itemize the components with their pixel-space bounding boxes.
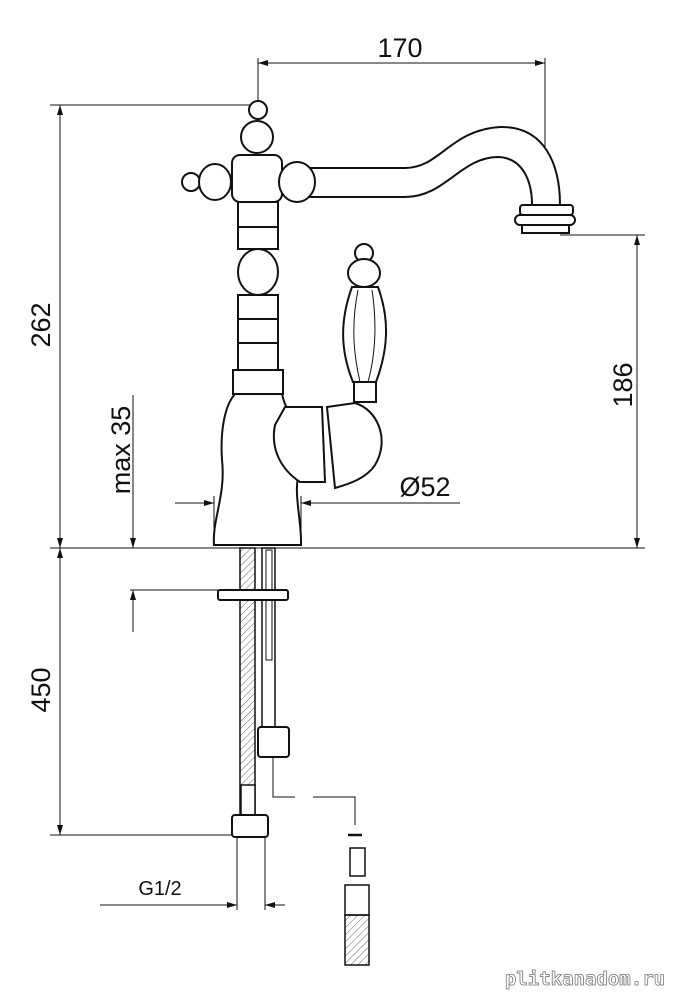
dimension-262: 262 bbox=[26, 104, 250, 548]
dimension-g12: G1/2 bbox=[100, 835, 285, 910]
dim-262-label: 262 bbox=[26, 302, 56, 347]
dimension-170: 170 bbox=[257, 33, 546, 190]
dimension-186: 186 bbox=[560, 234, 645, 548]
faucet bbox=[181, 100, 576, 546]
dim-52-label: Ø52 bbox=[399, 472, 450, 502]
dimension-450: 450 bbox=[26, 548, 235, 836]
dim-450-label: 450 bbox=[26, 667, 56, 712]
watermark: plitkanadom.ru bbox=[505, 968, 665, 990]
dim-186-label: 186 bbox=[608, 362, 638, 407]
mounting-hardware bbox=[217, 547, 370, 966]
dimension-max35: max 35 bbox=[106, 395, 225, 632]
dim-170-label: 170 bbox=[377, 33, 422, 63]
dim-g12-label: G1/2 bbox=[138, 878, 181, 900]
dim-max35-label: max 35 bbox=[106, 406, 136, 495]
